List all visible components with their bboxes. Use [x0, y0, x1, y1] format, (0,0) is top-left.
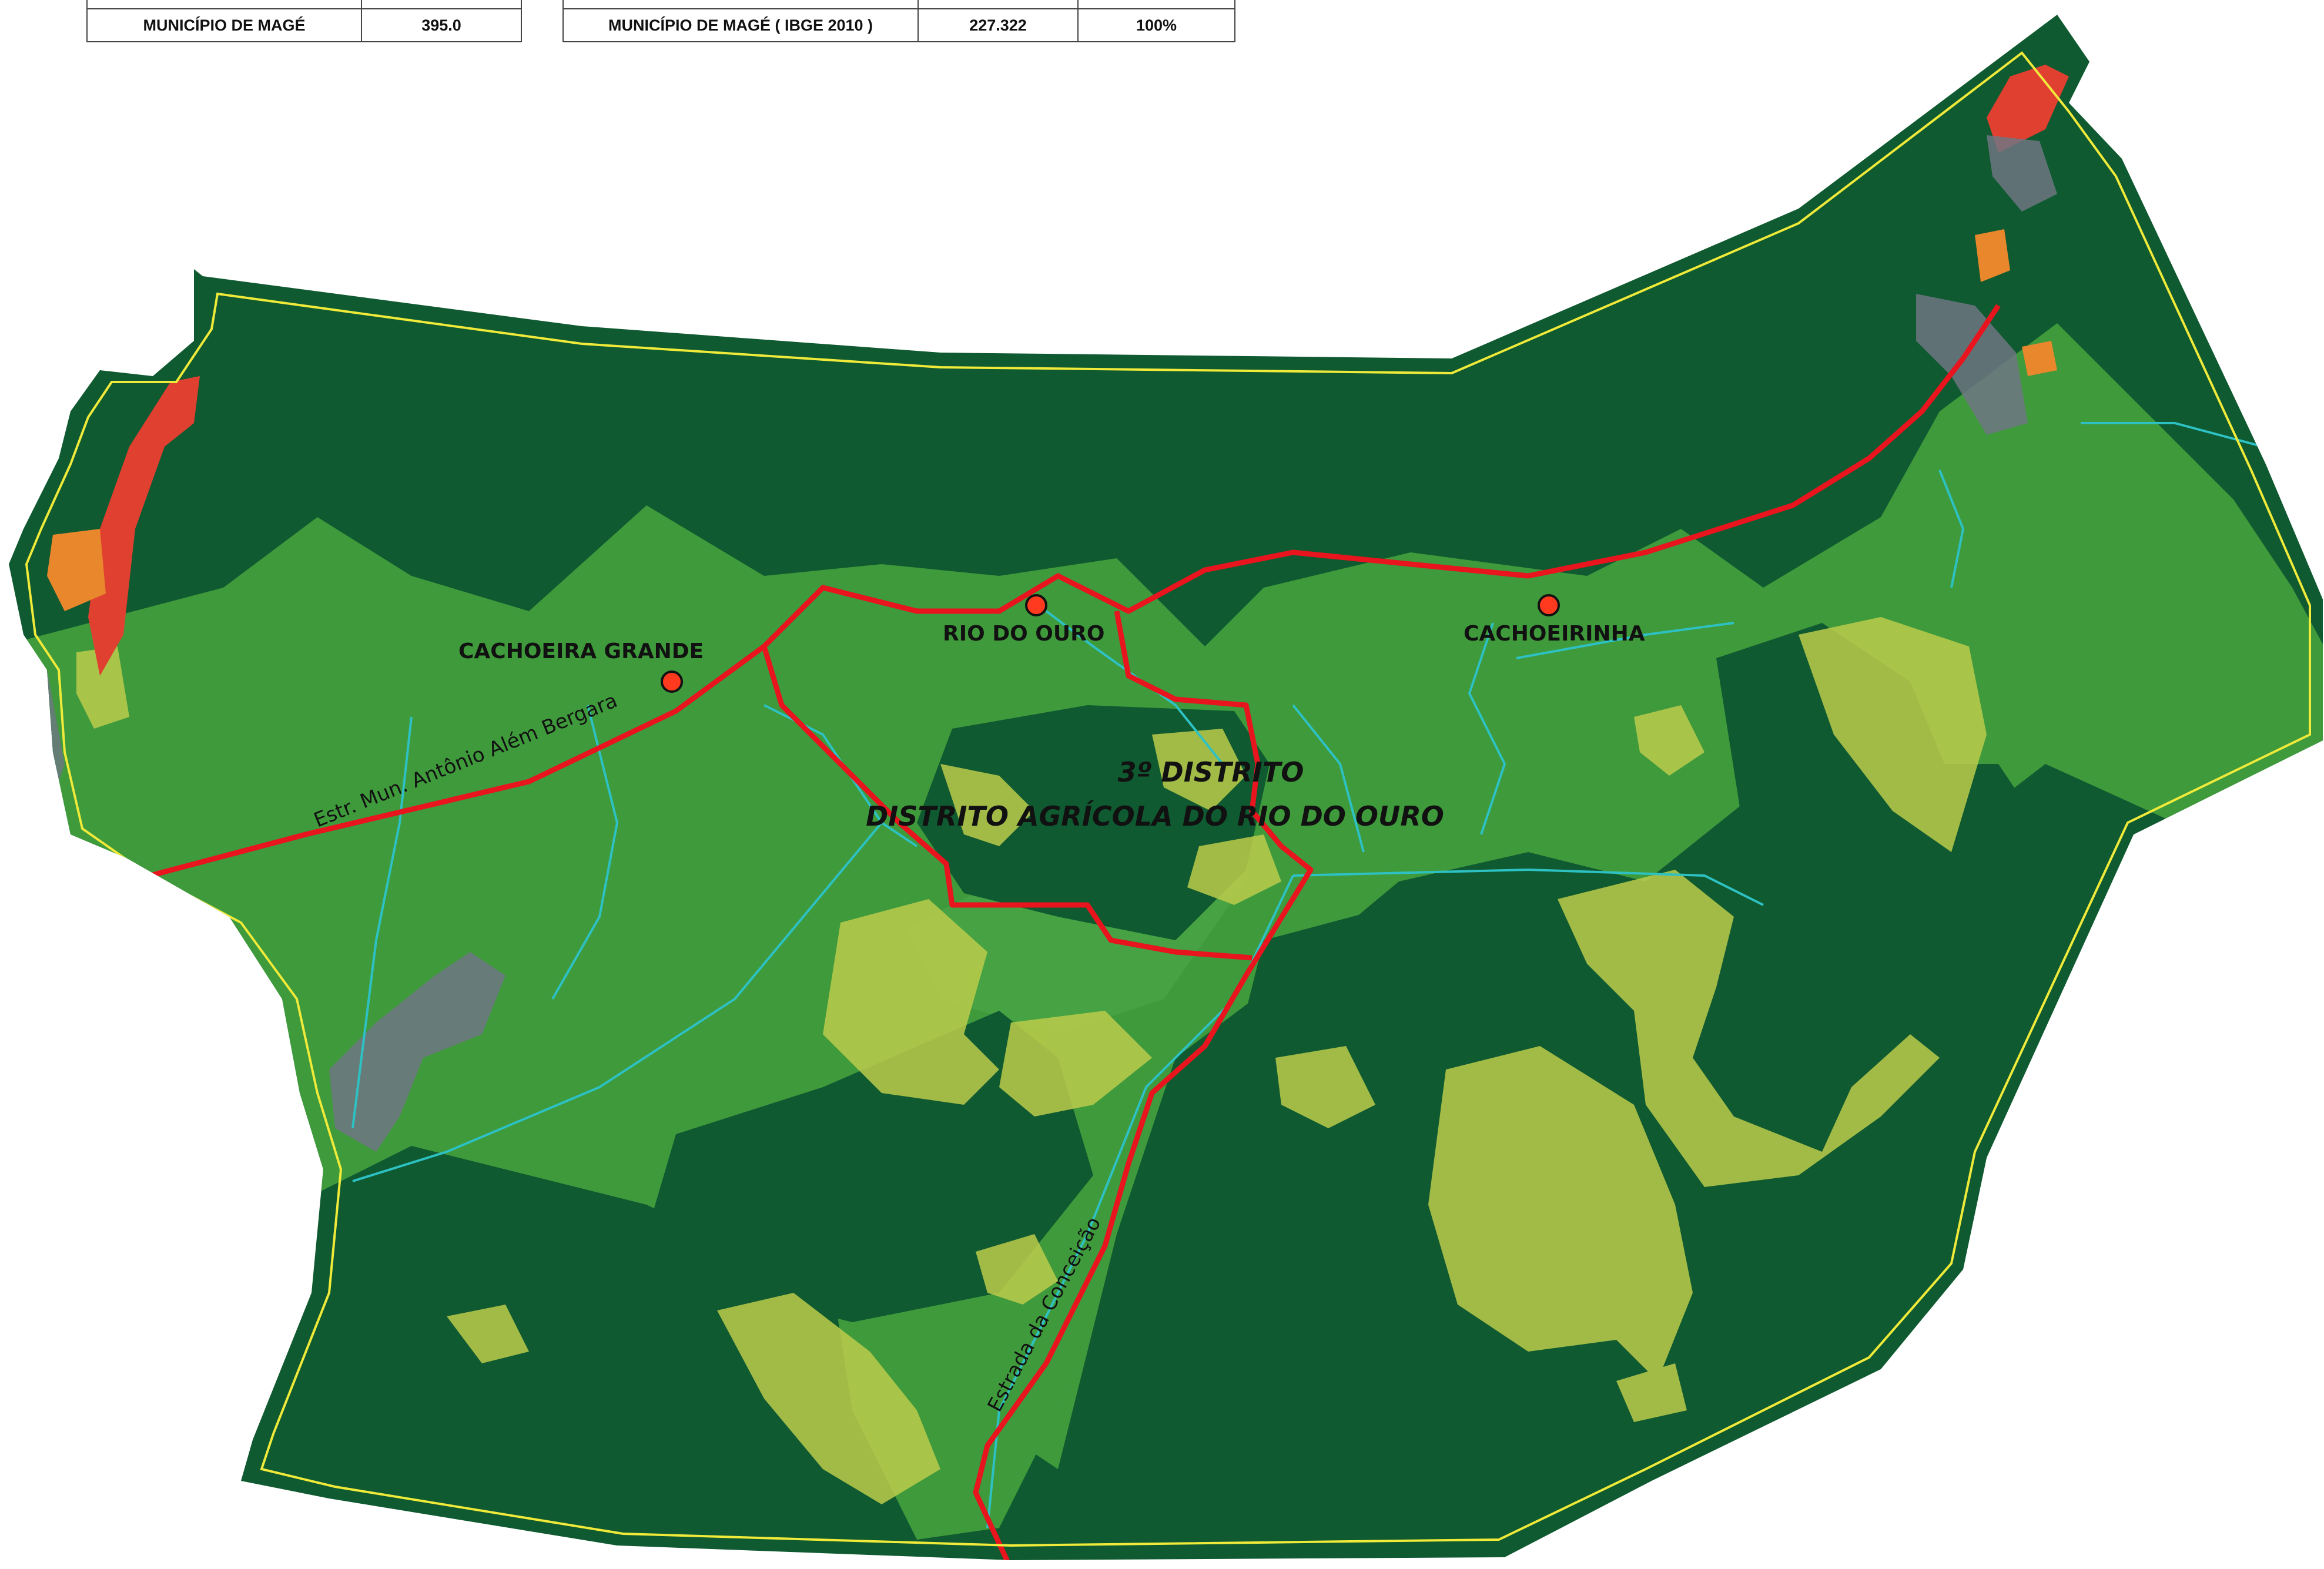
- road: [973, 611, 1314, 1560]
- scrub-area: [447, 1305, 529, 1363]
- district-title-line2: DISTRITO AGRÍCOLA DO RIO DO OURO: [866, 800, 1444, 832]
- municipality-name: MUNICÍPIO DE MAGÉ: [86, 8, 362, 42]
- scrub-area: [1275, 1046, 1375, 1128]
- scrub-area: [999, 1011, 1152, 1117]
- municipality-area-value: 395.0: [361, 8, 522, 42]
- urban-orange-west: [47, 529, 106, 611]
- settlement-ne-top: [1987, 135, 2057, 212]
- urban-red-west: [88, 376, 200, 676]
- scrub-area: [76, 646, 129, 729]
- scrub-area: [1428, 1046, 1693, 1381]
- river: [551, 705, 619, 1000]
- urban-orange-ne: [1975, 229, 2010, 282]
- scrub-area: [1634, 705, 1705, 776]
- river: [1516, 622, 1734, 659]
- scrub-area: [976, 1234, 1058, 1305]
- scrub-area: [823, 899, 999, 1105]
- river: [1292, 704, 1365, 853]
- river: [1468, 622, 1506, 835]
- urban-orange-ne2: [2022, 341, 2057, 376]
- area-table-left: MUNICÍPIO DE MAGÉ 395.0: [86, 0, 522, 42]
- label-cachoeira-grande: CACHOEIRA GRANDE: [458, 639, 704, 663]
- river: [352, 822, 883, 1182]
- population-value: 227.322: [917, 8, 1079, 42]
- scrub-area: [940, 764, 1034, 846]
- road: [761, 645, 1253, 961]
- marker-cachoeirinha: [1538, 594, 1560, 616]
- label-rio-do-ouro: RIO DO OURO: [943, 622, 1104, 646]
- river: [1938, 470, 1965, 588]
- scrub-areas: [76, 617, 1987, 1504]
- population-table-right: MUNICÍPIO DE MAGÉ ( IBGE 2010 ) 227.322 …: [562, 0, 1235, 42]
- river: [351, 716, 413, 1129]
- settlement-ne: [1916, 294, 2028, 435]
- population-percent: 100%: [1077, 8, 1235, 42]
- label-cachoeirinha: CACHOEIRINHA: [1464, 622, 1645, 646]
- river: [1292, 868, 1764, 906]
- scrub-area: [1558, 870, 1940, 1187]
- scrub-area: [1799, 617, 1987, 852]
- forest-south: [647, 1011, 1093, 1322]
- scrub-area: [717, 1293, 940, 1504]
- scrub-area: [1152, 729, 1246, 811]
- boundary-line: [25, 51, 2311, 1547]
- settlement-sw: [329, 952, 505, 1152]
- road: [105, 304, 2001, 890]
- road-network: [105, 304, 2001, 1560]
- district-title-line1: 3º DISTRITO: [1118, 756, 1304, 788]
- municipality-census-name: MUNICÍPIO DE MAGÉ ( IBGE 2010 ): [562, 8, 919, 42]
- river: [2081, 422, 2263, 448]
- marker-rio-do-ouro: [1025, 594, 1047, 616]
- marker-cachoeira-grande: [661, 670, 683, 693]
- scrub-area: [1616, 1363, 1687, 1422]
- scrub-area: [1187, 834, 1281, 905]
